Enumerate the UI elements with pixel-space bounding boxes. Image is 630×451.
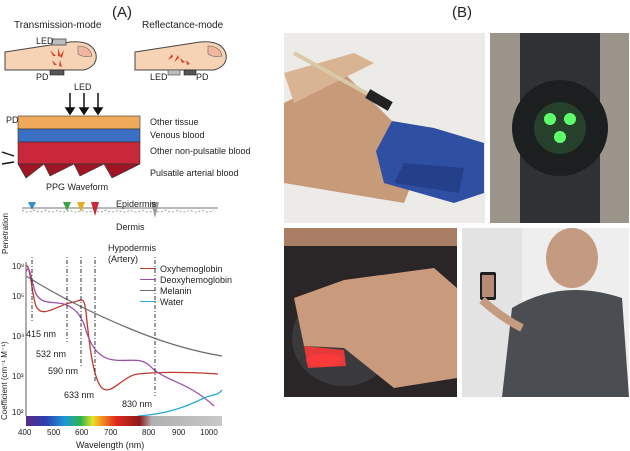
curve-deoxyhemoglobin (25, 268, 215, 407)
reflectance-mode-title: Reflectance-mode (142, 20, 224, 31)
x-tick-400: 400 (18, 428, 32, 437)
y-tick-5: 10² (12, 408, 24, 417)
marker-633-icon (91, 202, 99, 216)
panel-b-label: (B) (452, 4, 472, 21)
curve-water (137, 389, 223, 417)
light-arrows-transmission (50, 48, 64, 67)
led-label-layers: LED (74, 82, 92, 92)
absorption-spectrum-chart (25, 256, 223, 426)
penetration-markers (28, 202, 159, 218)
curve-oxyhemoglobin (25, 265, 219, 391)
penetration-depth-diagram (21, 202, 218, 218)
layer-nonpulsatile-blood (17, 141, 141, 165)
legend-swatch-water (140, 301, 156, 302)
panel-a-label: (A) (112, 4, 132, 21)
pd-label-reflectance: PD (196, 72, 209, 82)
led-block-transmission (51, 38, 67, 46)
legend-deoxyhemoglobin: Deoxyhemoglobin (160, 274, 233, 285)
photo-finger-oximeter (284, 33, 485, 223)
hand-shape (294, 268, 457, 388)
head-shape (546, 228, 598, 288)
layer-venous-blood (17, 128, 141, 143)
green-led-icon (554, 131, 566, 143)
label-other-tissue: Other tissue (150, 117, 199, 127)
label-artery: (Artery) (108, 254, 138, 264)
marker-830-icon (151, 202, 159, 218)
x-tick-900: 900 (172, 428, 186, 437)
label-venous-blood: Venous blood (150, 130, 205, 140)
penetration-axis-label: Penetration (1, 213, 10, 254)
pd-label-transmission: PD (36, 72, 49, 82)
pd-block-transmission (49, 69, 65, 76)
label-ppg-waveform: PPG Waveform (46, 182, 109, 192)
finger-reflectance (134, 41, 227, 71)
legend-item: Deoxyhemoglobin (140, 274, 232, 285)
y-tick-2: 10⁵ (12, 292, 25, 301)
label-pulsatile-blood: Pulsatile arterial blood (150, 168, 239, 178)
finger-transmission (4, 41, 97, 71)
fingernail (207, 45, 223, 57)
marker-label-633: 633 nm (64, 390, 95, 400)
legend-item: Melanin (140, 285, 232, 296)
marker-590-icon (77, 202, 85, 212)
transmission-mode-title: Transmission-mode (14, 20, 102, 31)
x-tick-600: 600 (75, 428, 89, 437)
curve-melanin (25, 275, 223, 357)
layer-pulsatile-blood (17, 163, 141, 179)
legend-swatch-deoxy (140, 279, 156, 280)
label-hypodermis: Hypodermis (108, 243, 157, 253)
legend-water: Water (160, 296, 184, 307)
legend-melanin: Melanin (160, 285, 192, 296)
layer-other-tissue (17, 115, 141, 130)
label-epidermis: Epidermis (116, 199, 157, 209)
photo-smartwatch-sensor (490, 33, 629, 223)
pd-block-reflectance (183, 69, 197, 76)
legend-item: Water (140, 296, 232, 307)
x-tick-800: 800 (142, 428, 156, 437)
legend-item: Oxyhemoglobin (140, 263, 232, 274)
finger-illustrations (4, 38, 227, 76)
marker-415-icon (28, 202, 36, 210)
green-led-icon (564, 113, 576, 125)
y-tick-3: 10⁴ (12, 332, 25, 341)
marker-label-415: 415 nm (26, 329, 57, 339)
label-nonpulsatile-blood: Other non-pulsatile blood (150, 146, 251, 156)
wavelength-marker-lines (31, 256, 156, 396)
y-tick-4: 10³ (12, 372, 24, 381)
y-tick-1: 10⁸ (12, 262, 25, 271)
marker-label-830: 830 nm (122, 399, 153, 409)
connector (365, 89, 393, 111)
pd-label-layers: PD (6, 115, 19, 125)
incident-light-arrows (64, 93, 104, 116)
marker-532-icon (63, 202, 71, 211)
chart-legend: Oxyhemoglobin Deoxyhemoglobin Melanin Wa… (140, 263, 232, 307)
tissue-layer-diagram (1, 93, 141, 179)
green-led-icon (544, 113, 556, 125)
sweater-shape (502, 290, 629, 397)
led-block-reflectance (167, 69, 181, 76)
visible-spectrum-bar (26, 416, 222, 426)
led-label-reflectance: LED (150, 72, 168, 82)
x-axis-label: Wavelength (nm) (76, 440, 145, 450)
marker-label-532: 532 nm (36, 349, 67, 359)
legend-swatch-oxy (140, 268, 156, 269)
fingernail (77, 45, 93, 57)
x-tick-1000: 1000 (200, 428, 218, 437)
marker-label-590: 590 nm (48, 366, 79, 376)
led-label-transmission: LED (36, 36, 54, 46)
detector-arrows (1, 151, 15, 165)
x-tick-500: 500 (47, 428, 61, 437)
x-tick-700: 700 (104, 428, 118, 437)
legend-swatch-melanin (140, 290, 156, 291)
photo-hand-on-mouse (284, 228, 457, 397)
legend-oxyhemoglobin: Oxyhemoglobin (160, 263, 223, 274)
label-dermis: Dermis (116, 222, 145, 232)
photo-person-smartphone (462, 228, 629, 397)
light-arrows-reflectance (168, 54, 190, 65)
y-axis-label: Coefficient (cm⁻¹ M⁻¹) (0, 341, 9, 420)
